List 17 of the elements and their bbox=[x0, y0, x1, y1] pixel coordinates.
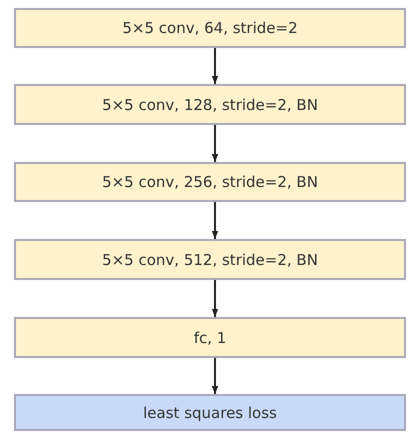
layer-box bbox=[14, 84, 406, 125]
arrow bbox=[212, 125, 218, 162]
arrow bbox=[212, 48, 218, 84]
arrow bbox=[212, 280, 218, 317]
layer-box bbox=[14, 8, 406, 48]
layer-box bbox=[14, 239, 406, 280]
layer-label: 5×5 conv, 128, stride=2, BN bbox=[102, 96, 318, 114]
layer-label: 5×5 conv, 512, stride=2, BN bbox=[102, 250, 318, 268]
layer-box bbox=[14, 317, 406, 358]
arrow bbox=[212, 358, 218, 394]
layer-label: least squares loss bbox=[143, 404, 277, 422]
layer-box bbox=[14, 162, 406, 202]
layer-label: 5×5 conv, 64, stride=2 bbox=[122, 19, 298, 37]
loss-box bbox=[14, 394, 406, 431]
arrow bbox=[212, 202, 218, 239]
layer-label: 5×5 conv, 256, stride=2, BN bbox=[102, 173, 318, 191]
layer-label: fc, 1 bbox=[194, 328, 226, 346]
